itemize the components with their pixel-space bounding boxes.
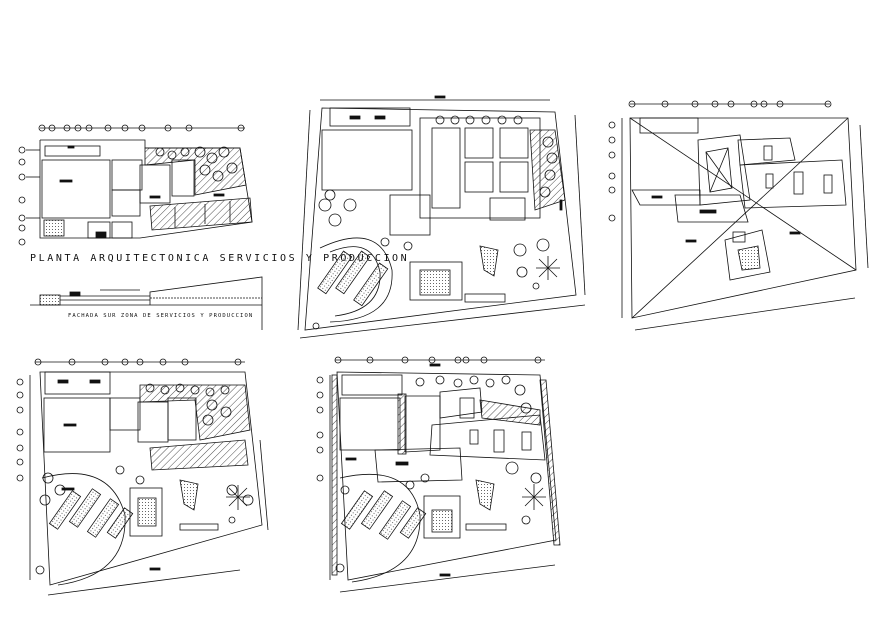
grid-axis-bubbles-top [334, 356, 542, 364]
site-plan-variant [16, 358, 269, 596]
trees [155, 146, 238, 182]
elevation-title: FACHADA SUR ZONA DE SERVICIOS Y PRODUCCI… [68, 313, 254, 319]
grid-axis-bubbles-top [34, 358, 242, 366]
floor-plan-services-production [18, 124, 253, 246]
grid-axis-bubbles-left [18, 146, 40, 246]
parking-stalls [340, 490, 427, 540]
parking-stalls [317, 250, 389, 307]
grid-axis-bubbles-left [16, 378, 24, 482]
grid-axis-bubbles-top [38, 124, 245, 132]
trees [312, 115, 558, 330]
site-plan [297, 95, 586, 339]
grid-axis-bubbles-left [316, 376, 324, 482]
palm-tree [536, 256, 560, 280]
trees [335, 375, 542, 573]
palm-tree [522, 484, 546, 510]
south-elevation [30, 276, 263, 330]
parking-stalls [48, 488, 134, 539]
floor-plan-title: PLANTA ARQUITECTONICA SERVICIOS Y PRODUC… [30, 253, 410, 264]
grid-axis-bubbles-left [608, 121, 616, 222]
palm-tree [226, 485, 250, 510]
site-plan-with-roofs [316, 356, 561, 593]
grid-axis-bubbles-top [628, 100, 832, 108]
roof-plan [608, 100, 869, 331]
trees [35, 383, 254, 575]
